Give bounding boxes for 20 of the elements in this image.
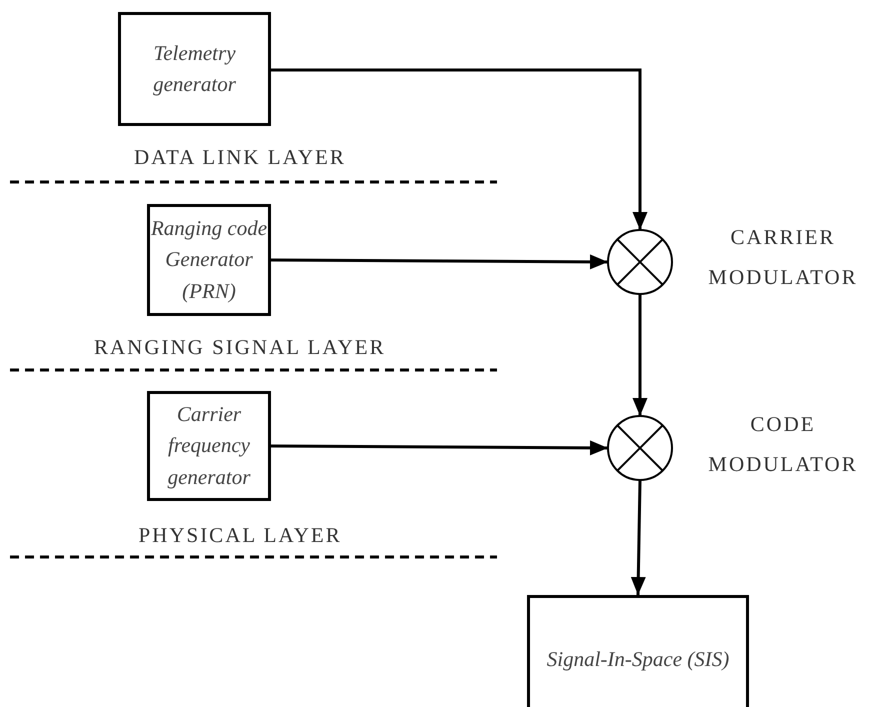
arrow	[271, 254, 608, 270]
arrow	[271, 440, 608, 456]
block-text: Signal-In-Space (SIS)	[546, 646, 730, 674]
arrow	[271, 68, 648, 230]
modulator-label: CARRIER MODULATOR	[708, 224, 858, 291]
mixer-symbol	[606, 414, 674, 482]
mixer-symbol	[606, 228, 674, 296]
layer-label: RANGING SIGNAL LAYER	[94, 335, 386, 360]
layer-label: PHYSICAL LAYER	[138, 523, 342, 548]
block-text: Carrier frequency generator	[166, 400, 252, 491]
arrow	[630, 480, 646, 596]
process-box	[118, 12, 271, 126]
process-box	[527, 595, 749, 707]
block-text: Ranging code Generator (PRN)	[150, 214, 268, 305]
block-text: Telemetry generator	[152, 40, 237, 98]
modulator-label: CODE MODULATOR	[708, 411, 858, 478]
process-box	[147, 391, 271, 501]
arrow	[632, 294, 648, 416]
process-box	[147, 204, 271, 316]
layer-label: DATA LINK LAYER	[134, 145, 346, 170]
